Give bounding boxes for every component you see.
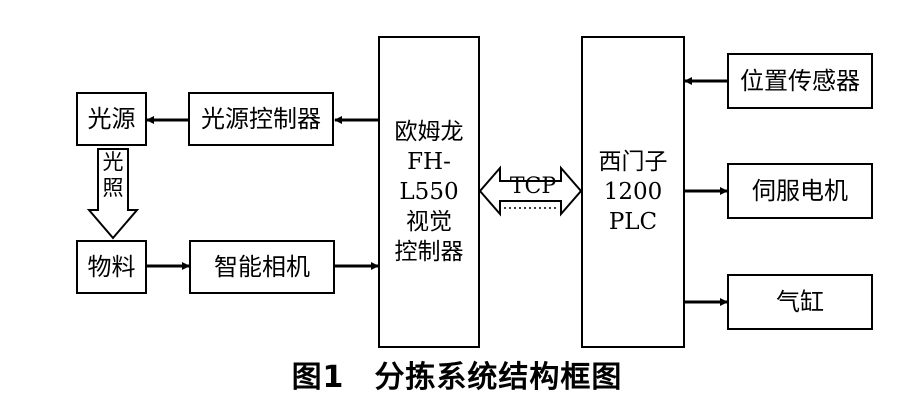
tcp-label: TCP: [509, 174, 557, 199]
cylinder-box: 气缸: [727, 274, 873, 330]
smart-camera-box: 智能相机: [189, 240, 335, 294]
light-source-box: 光源: [76, 92, 147, 146]
figure-caption: 图1 分拣系统结构框图: [0, 352, 914, 396]
material-box: 物料: [76, 240, 147, 294]
figure-title: 分拣系统结构框图: [374, 360, 623, 395]
position-sensor-box: 位置传感器: [727, 53, 873, 109]
figure-number: 图1: [291, 360, 345, 395]
servo-motor-box: 伺服电机: [727, 163, 873, 219]
plc-box: 西门子 1200 PLC: [581, 36, 685, 348]
light-controller-box: 光源控制器: [188, 92, 334, 146]
illumination-arrow: [86, 148, 140, 240]
illumination-label: 光 照: [102, 150, 124, 200]
vision-controller-box: 欧姆龙 FH- L550 视觉 控制器: [378, 36, 480, 348]
